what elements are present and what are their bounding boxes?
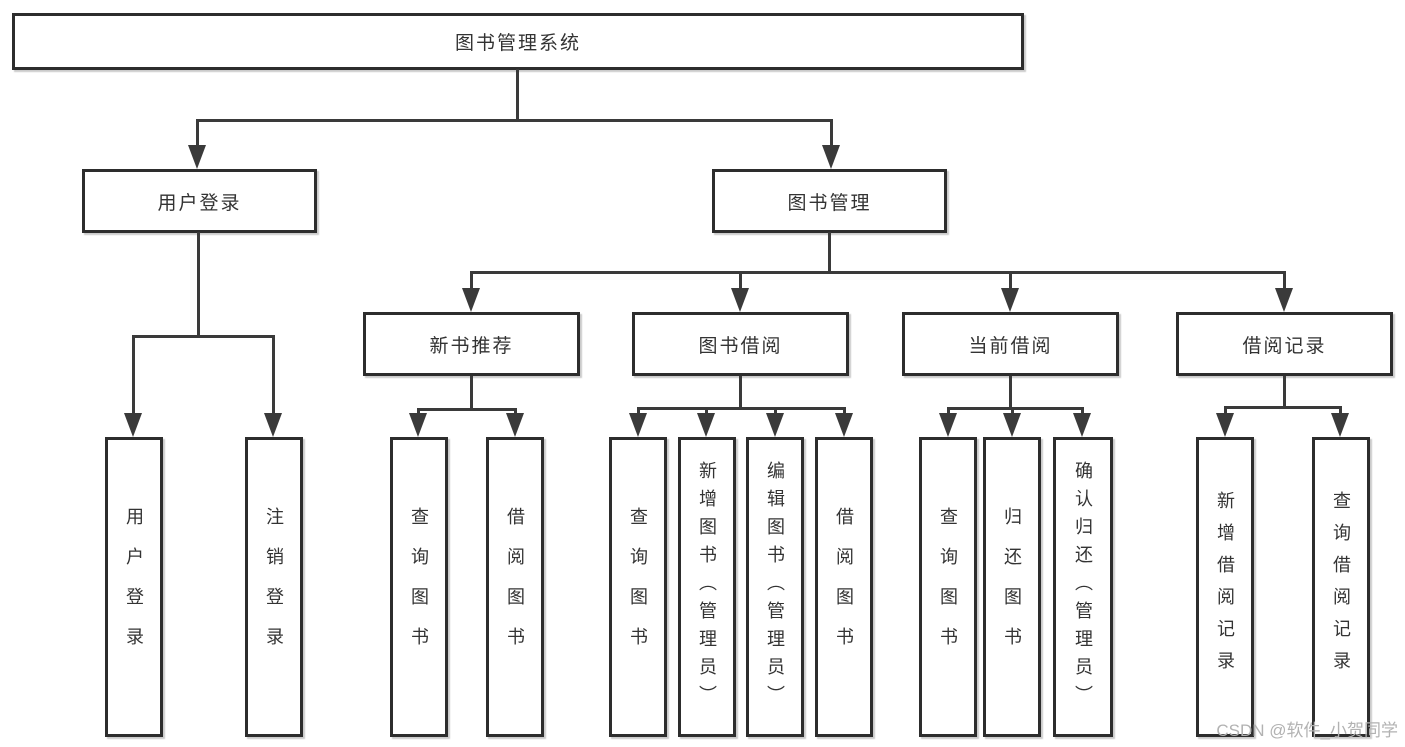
node-label: 归还图书 (1002, 507, 1022, 667)
connector-vline (1283, 271, 1286, 291)
leaf-confirm-return-admin: 确认归还（管理员） (1053, 437, 1113, 737)
connector-vline (1081, 407, 1084, 416)
connector-vline (516, 69, 519, 121)
node-current-borrowing: 当前借阅 (902, 312, 1119, 376)
connector-vline (1283, 376, 1286, 409)
leaf-user-login: 用户登录 (105, 437, 163, 737)
node-label: 查询图书 (409, 507, 429, 667)
node-new-book-recommendation: 新书推荐 (363, 312, 580, 376)
connector-hline (196, 119, 833, 122)
leaf-recommend-borrow-books: 借阅图书 (486, 437, 544, 737)
node-label: 当前借阅 (968, 335, 1053, 357)
connector-vline (1011, 407, 1014, 416)
connector-vline (637, 407, 640, 416)
node-book-management: 图书管理 (712, 169, 947, 233)
leaf-query-borrow-record: 查询借阅记录 (1312, 437, 1370, 737)
node-label: 注销登录 (264, 507, 284, 667)
arrow-down-icon (188, 145, 206, 169)
connector-vline (947, 407, 950, 416)
leaf-add-books-admin: 新增图书（管理员） (678, 437, 736, 737)
arrow-down-icon (124, 413, 142, 437)
node-label: 图书管理 (787, 192, 872, 214)
leaf-borrowing-borrow-books: 借阅图书 (815, 437, 873, 737)
connector-vline (1224, 406, 1227, 416)
arrow-down-icon (835, 413, 853, 437)
node-borrowing-records: 借阅记录 (1176, 312, 1393, 376)
node-label: 编辑图书（管理员） (765, 461, 785, 713)
node-label: 确认归还（管理员） (1073, 461, 1093, 713)
arrow-down-icon (1003, 413, 1021, 437)
connector-vline (705, 407, 708, 416)
leaf-current-query-books: 查询图书 (919, 437, 977, 737)
connector-hline (417, 408, 517, 411)
arrow-down-icon (1001, 288, 1019, 312)
leaf-borrowing-query-books: 查询图书 (609, 437, 667, 737)
node-label: 图书管理系统 (454, 33, 581, 54)
node-label: 新增图书（管理员） (697, 461, 717, 713)
arrow-down-icon (462, 288, 480, 312)
leaf-logout: 注销登录 (245, 437, 303, 737)
connector-hline (947, 407, 1084, 410)
arrow-down-icon (409, 413, 427, 437)
connector-hline (1224, 406, 1342, 409)
leaf-recommend-query-books: 查询图书 (390, 437, 448, 737)
connector-hline (470, 271, 1285, 274)
arrow-down-icon (264, 413, 282, 437)
arrow-down-icon (731, 288, 749, 312)
node-user-login: 用户登录 (82, 169, 317, 233)
leaf-return-books: 归还图书 (983, 437, 1041, 737)
connector-vline (739, 271, 742, 291)
node-label: 新书推荐 (429, 335, 514, 357)
connector-vline (830, 119, 833, 149)
connector-vline (417, 408, 420, 417)
node-label: 图书借阅 (698, 335, 783, 357)
node-label: 用户登录 (157, 192, 242, 214)
connector-vline (1009, 376, 1012, 410)
arrow-down-icon (939, 413, 957, 437)
connector-vline (1009, 271, 1012, 291)
arrow-down-icon (1275, 288, 1293, 312)
node-label: 查询图书 (628, 507, 648, 667)
connector-vline (197, 232, 200, 338)
node-label: 新增借阅记录 (1215, 491, 1235, 683)
leaf-add-borrow-record: 新增借阅记录 (1196, 437, 1254, 737)
connector-vline (470, 376, 473, 411)
connector-vline (132, 335, 135, 417)
node-library-management-system: 图书管理系统 (12, 13, 1024, 70)
arrow-down-icon (506, 413, 524, 437)
connector-vline (828, 232, 831, 274)
node-label: 用户登录 (124, 507, 144, 667)
connector-vline (196, 119, 199, 149)
node-label: 借阅图书 (834, 507, 854, 667)
connector-hline (637, 407, 846, 410)
arrow-down-icon (629, 413, 647, 437)
arrow-down-icon (1216, 413, 1234, 437)
connector-vline (272, 335, 275, 417)
arrow-down-icon (697, 413, 715, 437)
connector-vline (739, 376, 742, 410)
connector-vline (470, 271, 473, 291)
node-label: 借阅图书 (505, 507, 525, 667)
node-label: 查询借阅记录 (1331, 491, 1351, 683)
node-book-borrowing: 图书借阅 (632, 312, 849, 376)
arrow-down-icon (1073, 413, 1091, 437)
connector-vline (514, 408, 517, 417)
connector-vline (774, 407, 777, 416)
arrow-down-icon (766, 413, 784, 437)
connector-vline (1339, 406, 1342, 416)
node-label: 借阅记录 (1242, 335, 1327, 357)
node-label: 查询图书 (938, 507, 958, 667)
leaf-edit-books-admin: 编辑图书（管理员） (746, 437, 804, 737)
connector-hline (132, 335, 275, 338)
watermark: CSDN @软件_小贺同学 (1216, 721, 1398, 740)
arrow-down-icon (822, 145, 840, 169)
connector-vline (843, 407, 846, 416)
arrow-down-icon (1331, 413, 1349, 437)
